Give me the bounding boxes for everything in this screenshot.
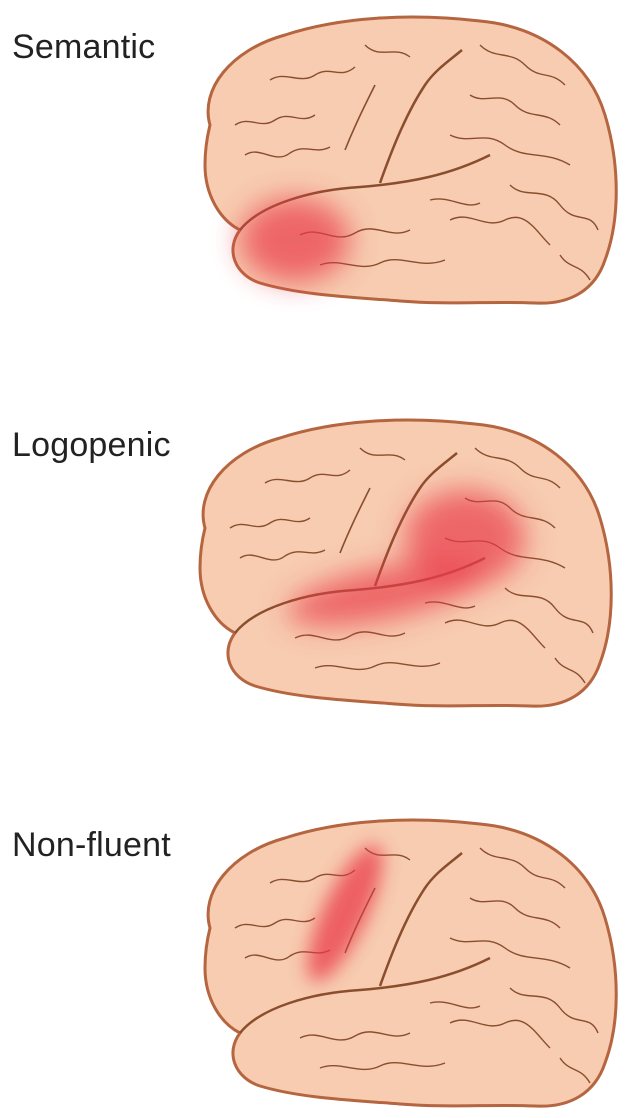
variant-label: Non-fluent <box>12 826 171 865</box>
panel-semantic: Semantic <box>0 0 628 330</box>
variant-label: Semantic <box>12 28 155 67</box>
brain-illustration <box>150 808 628 1118</box>
brain-illustration <box>145 408 625 718</box>
panel-logopenic: Logopenic <box>0 400 628 740</box>
atrophy-highlight <box>240 198 350 282</box>
brain-illustration <box>150 5 628 315</box>
panel-non-fluent: Non-fluent <box>0 770 628 1113</box>
